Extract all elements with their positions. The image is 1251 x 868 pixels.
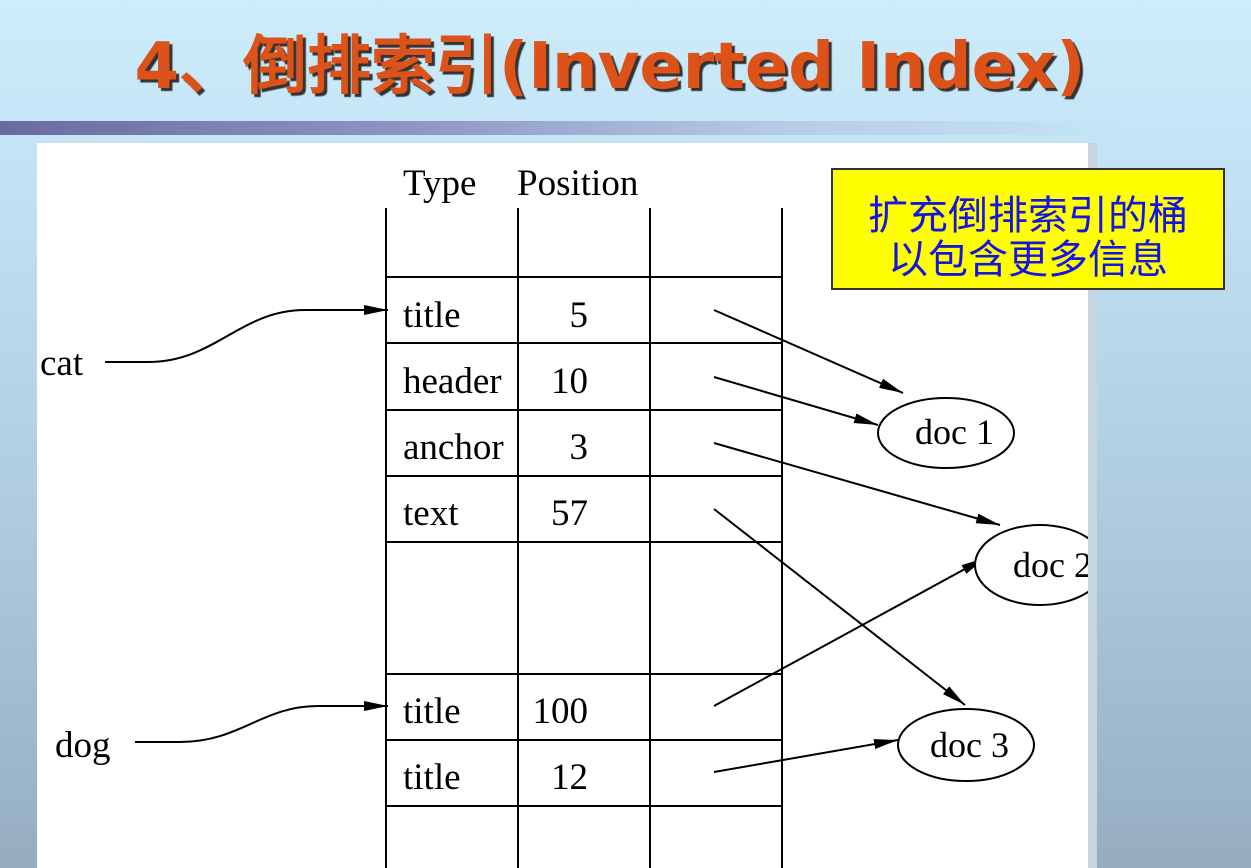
document-node bbox=[974, 524, 1088, 606]
content-panel-edge bbox=[1088, 143, 1097, 868]
posting-position: 3 bbox=[570, 427, 589, 468]
document-link-arrow bbox=[713, 508, 966, 706]
document-node bbox=[897, 708, 1035, 782]
term-label-cat: cat bbox=[40, 343, 84, 384]
title-underline-bar bbox=[0, 121, 1120, 135]
document-link-arrow bbox=[713, 557, 986, 707]
document-link-arrow bbox=[713, 739, 899, 773]
posting-position: 57 bbox=[551, 493, 588, 534]
callout-line: 以包含更多信息 bbox=[888, 237, 1168, 283]
postings-table-grid bbox=[385, 208, 783, 868]
document-label: doc 3 bbox=[930, 725, 1009, 765]
term-pointer-arrow bbox=[105, 305, 388, 363]
posting-type: title bbox=[403, 691, 461, 732]
document-link-arrow bbox=[713, 376, 879, 426]
posting-position: 5 bbox=[570, 295, 589, 336]
posting-type: title bbox=[403, 295, 461, 336]
document-link-arrow bbox=[713, 442, 1001, 526]
document-label: doc 1 bbox=[915, 412, 994, 452]
posting-position: 10 bbox=[551, 361, 588, 402]
posting-type: title bbox=[403, 757, 461, 798]
callout-note: 扩充倒排索引的桶 以包含更多信息 bbox=[831, 168, 1225, 290]
posting-type: header bbox=[403, 361, 502, 402]
term-pointer-arrow bbox=[135, 701, 388, 743]
document-label: doc 2 bbox=[1013, 545, 1092, 585]
document-link-arrow bbox=[713, 309, 904, 394]
posting-position: 12 bbox=[551, 757, 588, 798]
document-node bbox=[877, 397, 1015, 469]
term-label-dog: dog bbox=[55, 725, 111, 766]
slide-title: 4、倒排索引(Inverted Index) bbox=[134, 30, 1086, 104]
column-header-type: Type bbox=[403, 163, 476, 204]
column-header-position: Position bbox=[517, 163, 638, 204]
posting-position: 100 bbox=[533, 691, 589, 732]
posting-type: text bbox=[403, 493, 459, 534]
callout-line: 扩充倒排索引的桶 bbox=[868, 193, 1188, 239]
posting-type: anchor bbox=[403, 427, 504, 468]
document-links bbox=[713, 309, 1001, 773]
